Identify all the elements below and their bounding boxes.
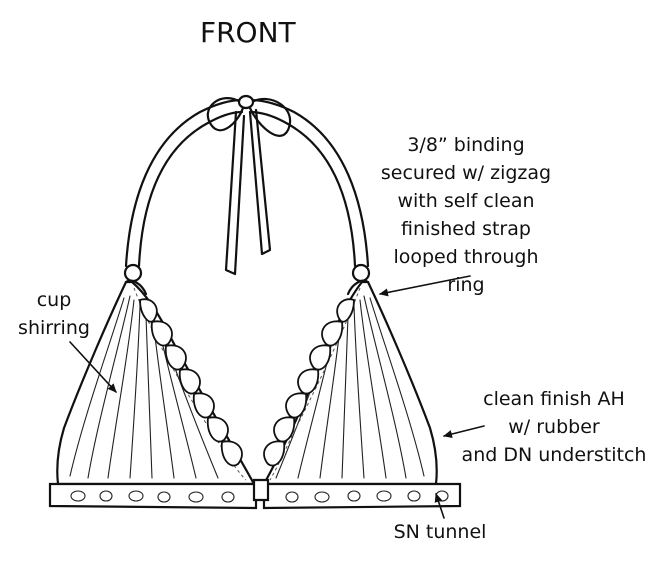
arrow-binding xyxy=(379,275,471,297)
callout-cup-shirring: cup shirring xyxy=(18,289,90,339)
callout-cup-shirring-line-2: shirring xyxy=(18,317,90,339)
callout-armhole-line-3: and DN understitch xyxy=(462,444,647,466)
leader-arrows xyxy=(69,275,485,519)
callout-binding-line-5: looped through xyxy=(393,246,538,268)
right-cup xyxy=(262,279,438,486)
callout-armhole-line-2: w/ rubber xyxy=(508,416,600,438)
callout-binding-line-4: finished strap xyxy=(401,218,531,240)
callout-armhole: clean finish AH w/ rubber and DN underst… xyxy=(462,388,647,466)
callout-binding-line-2: secured w/ zigzag xyxy=(381,162,551,184)
callout-tunnel: SN tunnel xyxy=(394,521,487,543)
callout-binding-line-3: with self clean xyxy=(397,190,534,212)
left-cup-shirring xyxy=(139,298,243,467)
arrow-cup-shirring xyxy=(69,341,117,393)
callout-binding-line-1: 3/8” binding xyxy=(407,134,524,156)
right-cup-shirring xyxy=(263,298,355,467)
strap-rings xyxy=(123,263,371,283)
callout-cup-shirring-line-1: cup xyxy=(37,289,72,311)
left-cup xyxy=(56,279,256,486)
callout-binding: 3/8” binding secured w/ zigzag with self… xyxy=(381,134,551,296)
callout-binding-line-6: ring xyxy=(447,274,484,296)
arrow-tunnel xyxy=(434,493,445,519)
neck-bow xyxy=(206,94,292,276)
arrow-armhole xyxy=(443,425,485,438)
callout-armhole-line-1: clean finish AH xyxy=(483,388,625,410)
halter-strap xyxy=(124,98,370,268)
callout-tunnel-line-1: SN tunnel xyxy=(394,521,487,543)
view-title: FRONT xyxy=(200,16,297,49)
sn-tunnel-band xyxy=(48,478,462,510)
